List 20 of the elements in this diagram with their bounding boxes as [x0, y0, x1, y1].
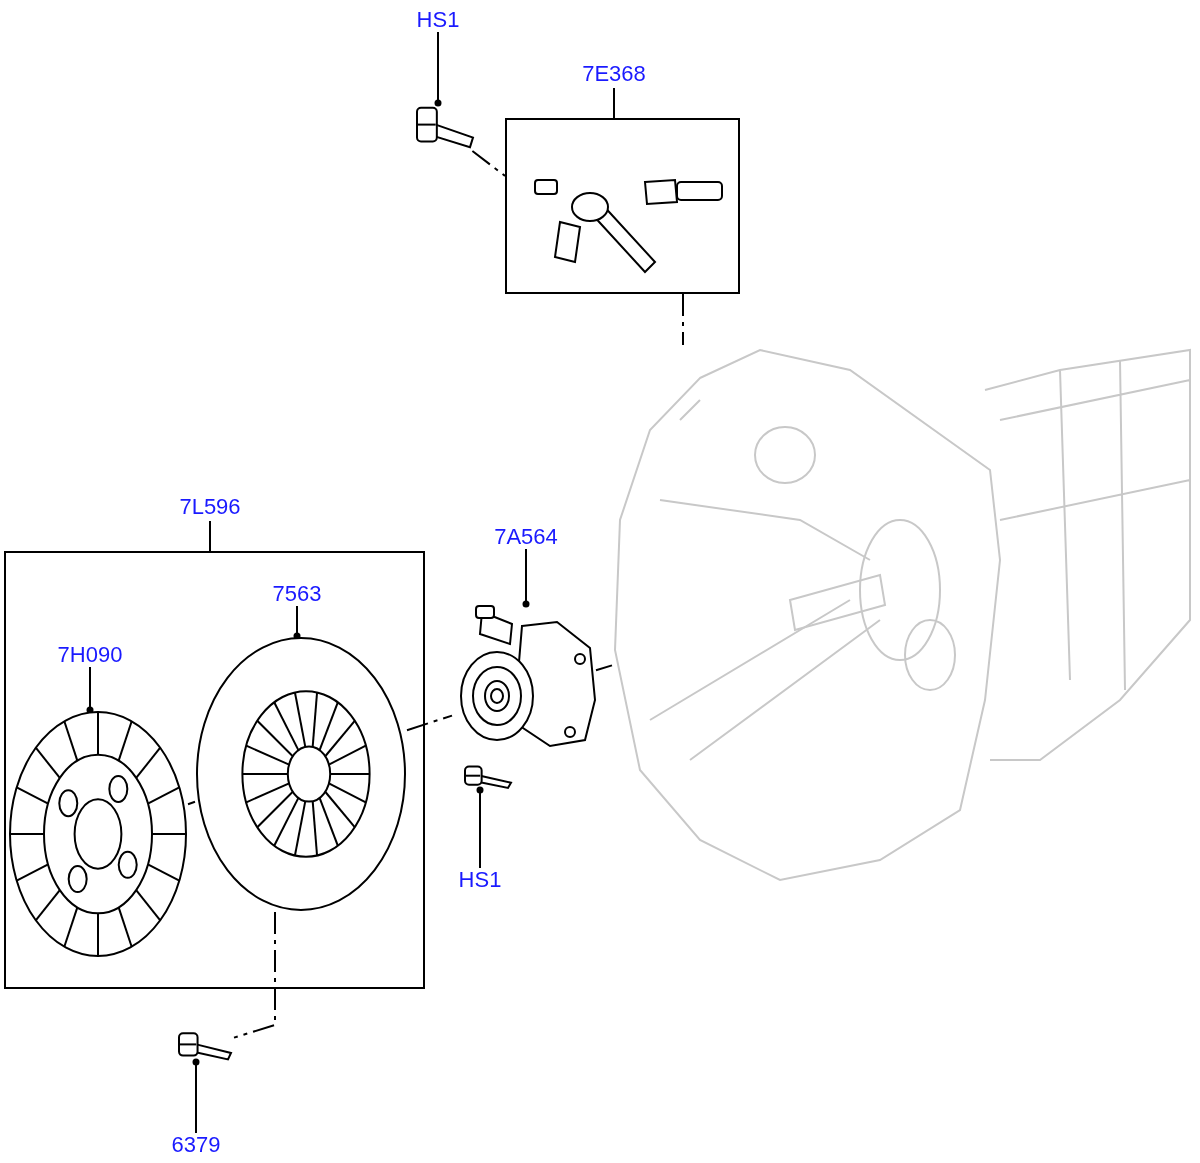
- callout-number: HS1: [415, 8, 461, 32]
- centerline: [471, 150, 506, 177]
- callout-number: 7563: [272, 582, 322, 606]
- leader-line: [434, 31, 442, 107]
- callout-number: 7H090: [55, 643, 125, 667]
- leader-line: [522, 548, 530, 608]
- leader-line: [86, 666, 94, 714]
- centerline: [187, 800, 196, 806]
- callout-number: HS1: [455, 868, 505, 892]
- leader-line: [192, 1058, 200, 1134]
- centerline: [682, 293, 684, 346]
- callout-number: 6379: [170, 1133, 222, 1157]
- centerline: [595, 664, 613, 672]
- callout-number: 7E368: [581, 62, 647, 86]
- callout-number: 7A564: [488, 525, 564, 549]
- callout-number: 7L596: [178, 495, 242, 519]
- leader-line: [476, 786, 484, 869]
- leader-line: [293, 605, 301, 640]
- centerline: [233, 911, 276, 1039]
- centerline: [406, 714, 453, 732]
